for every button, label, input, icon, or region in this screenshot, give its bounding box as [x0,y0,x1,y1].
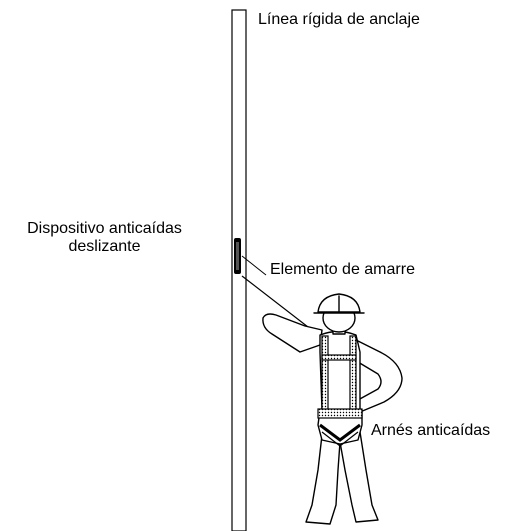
anchor-line-label: Línea rígida de anclaje [258,11,420,28]
sliding-device-label-line2: deslizante [68,238,141,255]
lanyard-label: Elemento de amarre [270,261,415,278]
lanyard-leader-line [241,255,267,276]
fall-arrest-harness [317,335,363,447]
sliding-device-label: Dispositivo anticaídas deslizante [2,220,207,256]
sliding-device-label-line1: Dispositivo anticaídas [27,220,182,237]
harness-label: Arnés anticaídas [371,422,491,439]
